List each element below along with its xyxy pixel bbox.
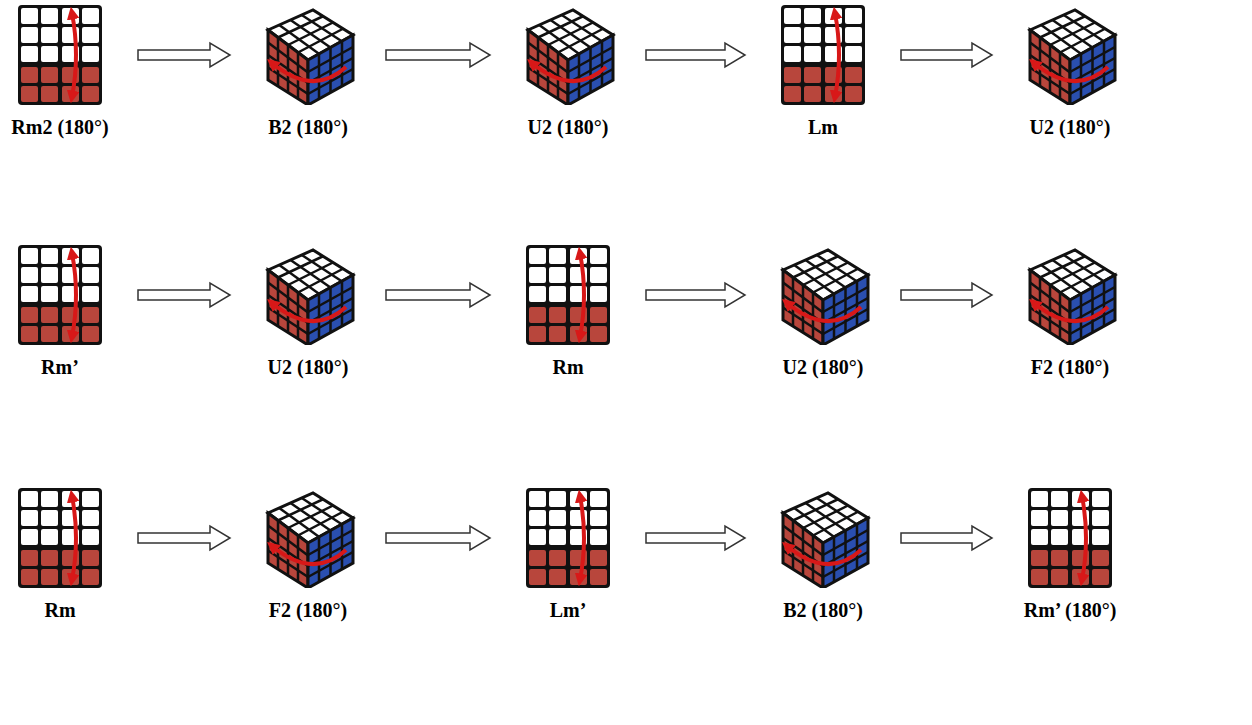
hollow-arrow [901,526,992,550]
hollow-arrow [138,283,230,307]
cube-step: Lm’ [518,488,618,588]
cube-step: Rm [518,245,618,345]
move-label: U2 (180°) [268,355,349,379]
move-label: F2 (180°) [269,598,348,622]
cube-step: U2 (180°) [1020,5,1120,105]
cube-step: U2 (180°) [773,245,873,345]
cube-step: B2 (180°) [258,5,358,105]
move-label: U2 (180°) [528,115,609,139]
move-label: Rm [552,355,583,379]
cube-step: Rm2 (180°) [10,5,110,105]
move-label: Rm’ (180°) [1024,598,1117,622]
cube-step: Rm [10,488,110,588]
cube-step: F2 (180°) [1020,245,1120,345]
hollow-arrow [386,526,490,550]
move-label: F2 (180°) [1031,355,1110,379]
hollow-arrow [646,526,745,550]
cube-step: F2 (180°) [258,488,358,588]
move-label: U2 (180°) [783,355,864,379]
move-label: U2 (180°) [1030,115,1111,139]
move-label: Rm’ [41,355,79,379]
move-label: Rm2 (180°) [11,115,108,139]
hollow-arrow [901,283,992,307]
move-label: Lm’ [550,598,587,622]
hollow-arrow [646,43,745,67]
cube-step: Rm’ [10,245,110,345]
hollow-arrow [138,43,230,67]
move-label: B2 (180°) [268,115,348,139]
cube-step: U2 (180°) [518,5,618,105]
hollow-arrow [386,43,490,67]
hollow-arrow [901,43,992,67]
hollow-arrow [386,283,490,307]
cube-step: B2 (180°) [773,488,873,588]
cube-step: U2 (180°) [258,245,358,345]
move-label: Rm [44,598,75,622]
hollow-arrow [138,526,230,550]
cube-step: Rm’ (180°) [1020,488,1120,588]
move-label: B2 (180°) [783,598,863,622]
move-label: Lm [808,115,838,139]
cube-step: Lm [773,5,873,105]
hollow-arrow [646,283,745,307]
